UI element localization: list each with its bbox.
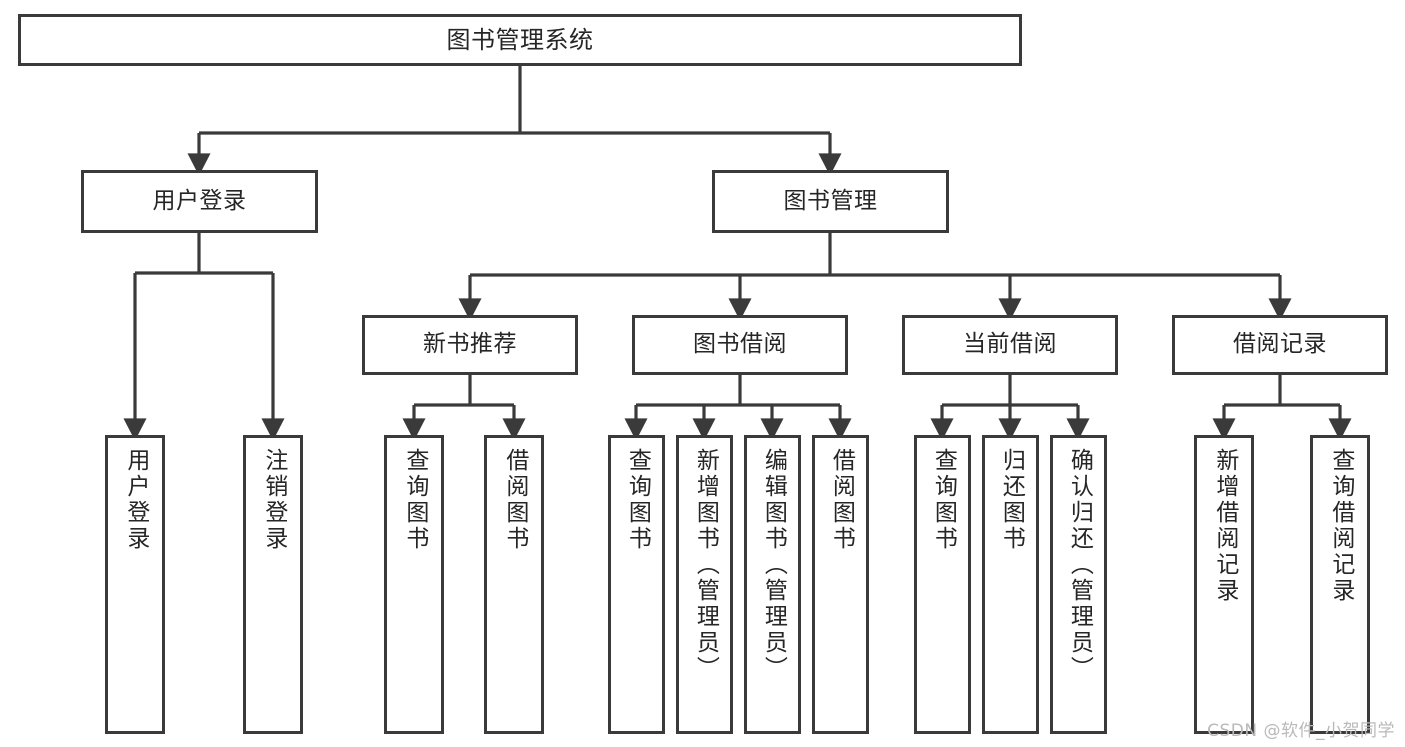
node-label: 注销登录 — [260, 448, 287, 552]
node-label: 归还图书 — [998, 448, 1025, 552]
watermark: CSDN @软件_小贺同学 — [1207, 721, 1395, 741]
node-label: 用户登录 — [122, 448, 149, 552]
node-leaf-add-borrow-record[interactable]: 新增借阅记录 — [1194, 435, 1254, 734]
node-label: 查询图书 — [401, 448, 428, 552]
node-borrow-record[interactable]: 借阅记录 — [1172, 315, 1388, 375]
node-leaf-query-book-borrow[interactable]: 查询图书 — [608, 435, 665, 734]
node-label: 借阅图书 — [828, 448, 855, 552]
node-label: 查询图书 — [930, 448, 957, 552]
node-label: 新增借阅记录 — [1211, 448, 1238, 604]
node-label: 查询图书 — [624, 448, 651, 552]
node-label: 借阅图书 — [501, 448, 528, 552]
node-label: 新书推荐 — [423, 331, 517, 358]
node-label: 查询借阅记录 — [1327, 448, 1354, 604]
node-current-borrow[interactable]: 当前借阅 — [902, 315, 1118, 375]
node-leaf-edit-book[interactable]: 编辑图书（管理员） — [744, 435, 801, 734]
node-book-management[interactable]: 图书管理 — [712, 170, 949, 233]
node-label: 图书管理系统 — [446, 25, 594, 54]
node-leaf-query-book-current[interactable]: 查询图书 — [914, 435, 971, 734]
node-leaf-borrow-book-recommend[interactable]: 借阅图书 — [484, 435, 544, 734]
node-label: 图书管理 — [783, 187, 878, 214]
node-label: 用户登录 — [152, 187, 247, 214]
node-leaf-return-book[interactable]: 归还图书 — [982, 435, 1039, 734]
node-leaf-user-logout[interactable]: 注销登录 — [243, 435, 303, 734]
node-leaf-user-login[interactable]: 用户登录 — [105, 435, 165, 734]
node-new-book-recommend[interactable]: 新书推荐 — [362, 315, 578, 375]
node-user-login[interactable]: 用户登录 — [81, 170, 318, 233]
node-label: 当前借阅 — [963, 331, 1057, 358]
node-book-borrow[interactable]: 图书借阅 — [632, 315, 848, 375]
node-leaf-confirm-return[interactable]: 确认归还（管理员） — [1050, 435, 1107, 734]
node-leaf-borrow-book[interactable]: 借阅图书 — [812, 435, 869, 734]
node-label: 新增图书（管理员） — [692, 448, 719, 682]
node-leaf-query-borrow-record[interactable]: 查询借阅记录 — [1310, 435, 1370, 734]
node-leaf-query-book-recommend[interactable]: 查询图书 — [384, 435, 444, 734]
node-root-book-management-system[interactable]: 图书管理系统 — [18, 14, 1022, 66]
node-leaf-add-book[interactable]: 新增图书（管理员） — [676, 435, 733, 734]
node-label: 借阅记录 — [1233, 331, 1327, 358]
node-label: 图书借阅 — [693, 331, 787, 358]
node-label: 编辑图书（管理员） — [760, 448, 787, 682]
node-label: 确认归还（管理员） — [1066, 448, 1093, 682]
